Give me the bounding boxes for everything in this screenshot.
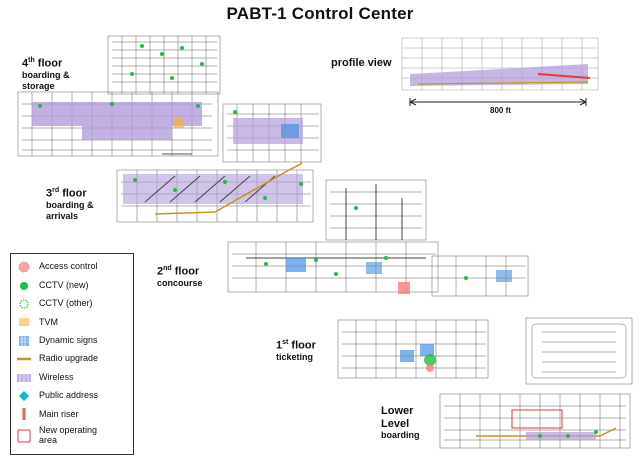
label-profile-view: profile view: [331, 57, 392, 69]
floor-plan-2nd: [226, 178, 536, 318]
legend-item-public-address: Public address: [17, 387, 129, 405]
profile-scale-label: 800 ft: [490, 106, 511, 115]
legend-item-cctv-other: CCTV (other): [17, 295, 129, 313]
legend: Access control CCTV (new) CCTV (other) T…: [10, 253, 134, 455]
label-3rd-floor: 3rd floor boarding & arrivals: [46, 187, 94, 221]
cctv-new-icon: [17, 280, 31, 292]
label-4th-floor: 4th floor boarding & storage: [22, 57, 70, 91]
tvm-icon: [17, 316, 31, 328]
dynamic-signs-icon: [17, 335, 31, 347]
access-control-icon: [17, 261, 31, 273]
cctv-other-icon: [17, 298, 31, 310]
page-title: PABT-1 Control Center: [226, 4, 414, 23]
legend-item-radio-upgrade: Radio upgrade: [17, 350, 129, 368]
legend-item-access-control: Access control: [17, 258, 129, 276]
radio-upgrade-icon: [17, 353, 31, 365]
wireless-icon: [17, 372, 31, 384]
floor-plan-3rd: [115, 102, 325, 230]
legend-item-main-riser: Main riser: [17, 405, 129, 423]
legend-item-tvm: TVM: [17, 313, 129, 331]
label-1st-floor: 1st floor ticketing: [276, 339, 316, 363]
profile-view: [398, 34, 604, 120]
public-address-icon: [17, 390, 31, 402]
legend-item-dynamic-signs: Dynamic signs: [17, 332, 129, 350]
floor-plan-4th: [12, 34, 224, 162]
label-2nd-floor: 2nd floor concourse: [157, 265, 203, 289]
label-lower-level: Lower Level boarding: [381, 405, 420, 441]
new-operating-area-icon: [17, 429, 31, 443]
legend-item-wireless: Wireless: [17, 368, 129, 386]
main-riser-icon: [17, 408, 31, 421]
legend-item-new-operating-area: New operating area: [17, 424, 129, 448]
floor-plan-1st: [336, 316, 636, 388]
floor-plan-lower: [436, 388, 636, 460]
legend-item-cctv-new: CCTV (new): [17, 276, 129, 294]
